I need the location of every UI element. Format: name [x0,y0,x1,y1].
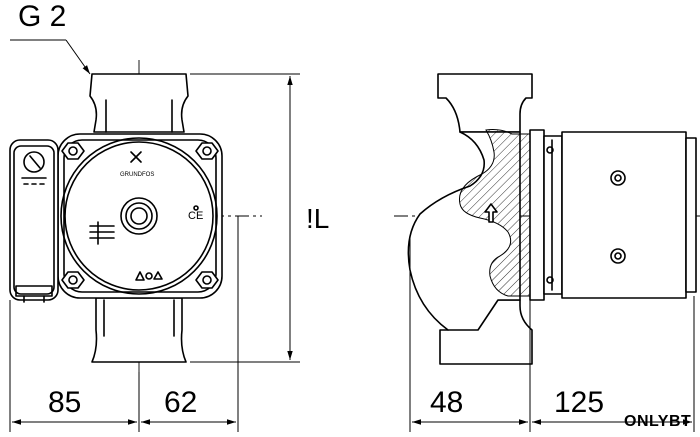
motor-face [60,137,218,295]
speed-symbol [89,221,115,245]
dim-62-label: 62 [164,386,197,419]
watermark: ONLYBT [624,413,691,430]
dim-85-label: 85 [48,386,81,419]
bolt-top-left [61,142,85,160]
side-view: 48 125 [394,73,700,432]
motor-screw-top [610,170,626,186]
dim-125-label: 125 [554,386,604,419]
bottom-flange [91,297,187,363]
dimension-85: 85 [12,386,137,425]
bolt-bottom-right [195,271,219,289]
length-label: !L [306,203,329,234]
center-screw [120,197,158,235]
ce-mark: CE [188,210,203,222]
bolt-bottom-left [61,271,85,289]
bolt-top-right [195,142,219,160]
motor-can [561,131,687,299]
motor-screw-bottom [610,248,626,264]
thread-callout: G 2 [10,0,91,75]
side-top-flange [437,73,533,133]
dimension-125: 125 [532,386,692,425]
dim-48-label: 48 [430,386,463,419]
thread-label: G 2 [18,0,66,33]
grundfos-logo: GRUNDFOS [120,151,154,178]
top-flange [89,73,189,133]
motor-stator [529,129,697,301]
dimension-48: 48 [412,386,528,425]
speed-selector-dial [23,151,45,173]
mode-symbols [135,271,163,281]
terminal-box [9,139,59,303]
logo-text: GRUNDFOS [120,172,154,178]
dimension-62: 62 [141,386,236,425]
flow-direction-arrow [484,203,498,223]
length-dimension: !L [287,76,329,360]
front-view: GRUNDFOS CE [9,0,329,432]
